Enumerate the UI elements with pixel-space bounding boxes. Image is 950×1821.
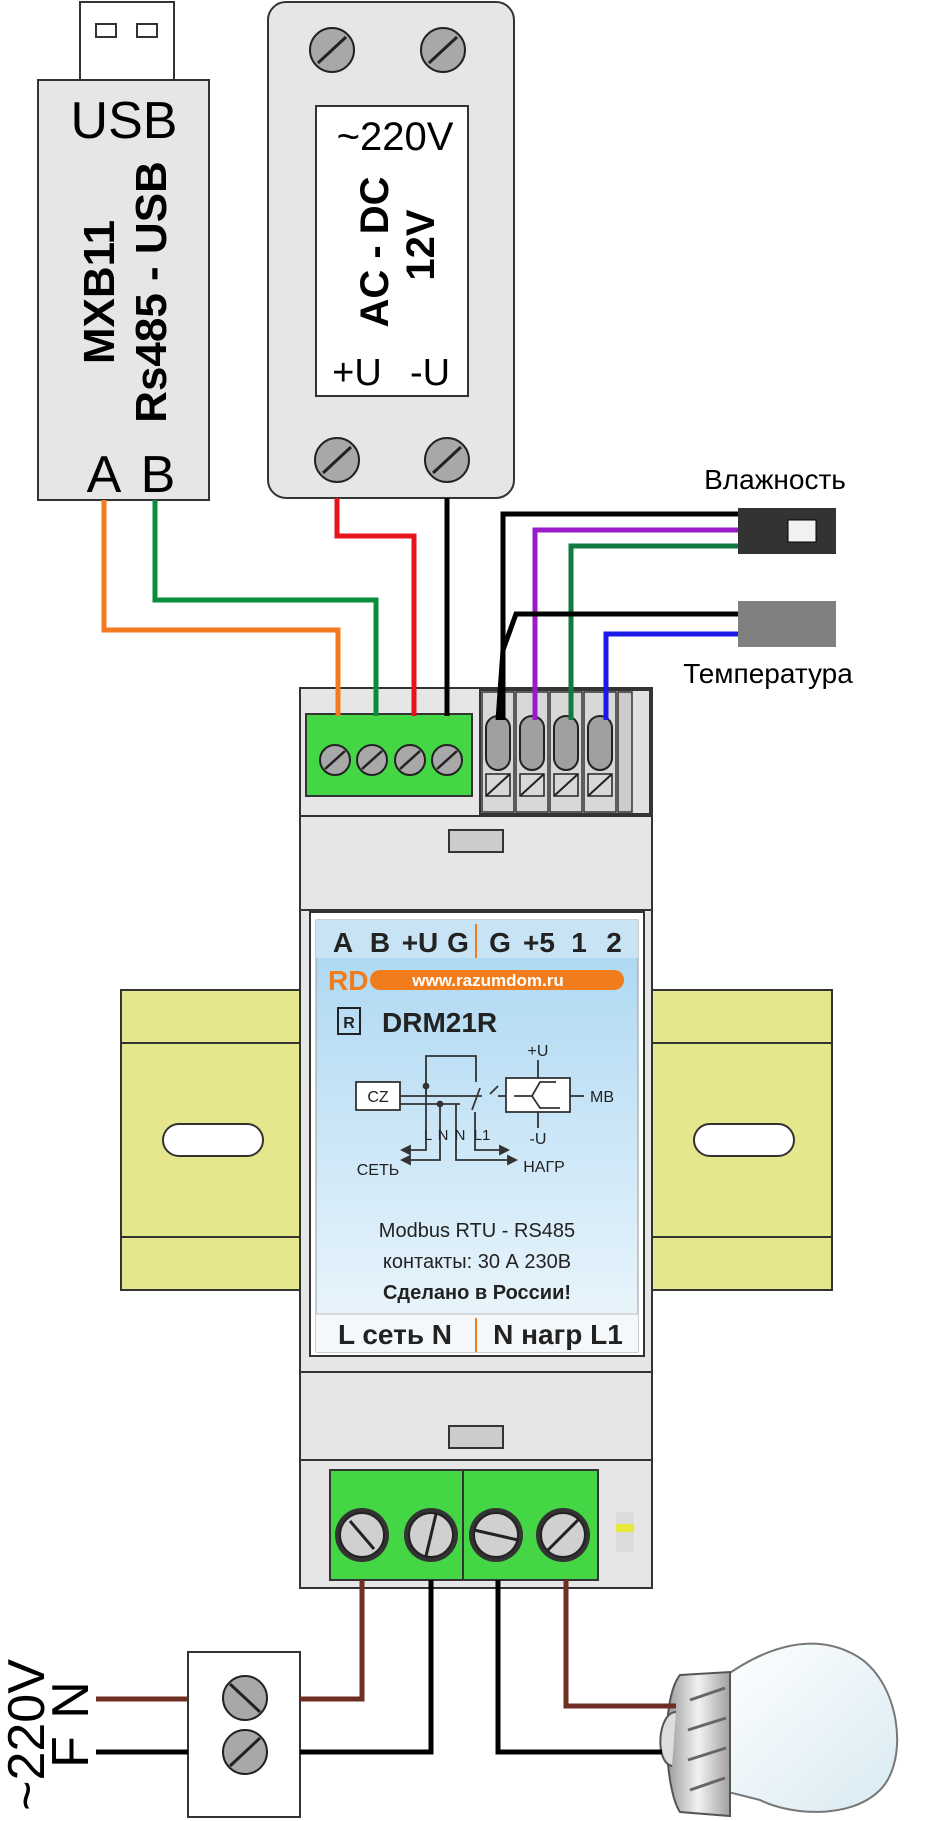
top-terminal-screw-b [356, 744, 388, 776]
brand-website: www.razumdom.ru [411, 971, 563, 990]
schematic-minus-u: -U [530, 1131, 547, 1148]
top-terminal-screw-a [319, 744, 351, 776]
psu-input-voltage: ~220V [337, 115, 454, 159]
relay-module: A B +U G G +5 1 2 RD www.razumdom.ru R D… [299, 687, 653, 1589]
top-terminal-screw-g [431, 744, 463, 776]
psu-screw-top-right [420, 27, 466, 73]
label-sensor-1: 1 [571, 927, 587, 958]
schematic-mb: MB [590, 1089, 614, 1106]
usb-plug-slot-right [136, 23, 158, 38]
usb-plug [79, 1, 175, 83]
wire-temp-g-black [495, 611, 738, 721]
module-protocol: Modbus RTU - RS485 [379, 1220, 575, 1242]
module-schematic [355, 1055, 584, 1166]
module-contacts: контакты: 30 А 230В [383, 1251, 571, 1273]
wire-relay-n-black [300, 1580, 434, 1755]
usb-adapter-body [37, 79, 210, 501]
schematic-load: НАГР [523, 1159, 565, 1176]
wire-load-l1-brown [563, 1580, 676, 1709]
humidity-sensor: Влажность [704, 464, 846, 554]
usb-adapter: USB MXB11 Rs485 - USB A B [37, 1, 210, 504]
registered-mark-icon: R [337, 1007, 361, 1035]
schematic-plus-u: +U [528, 1043, 549, 1060]
psu-screw-bottom-left [314, 437, 360, 483]
module-clip-bottom [448, 1425, 504, 1449]
usb-adapter-model: MXB11 [75, 220, 124, 364]
mains-phase: F [42, 1736, 100, 1768]
usb-pin-a: A [87, 446, 122, 504]
mains-neutral: N [42, 1681, 100, 1719]
usb-plug-slot-left [95, 23, 117, 38]
label-mains-terminals: L сеть N [338, 1319, 452, 1350]
bulb-base [665, 1670, 731, 1818]
svg-text:R: R [343, 1015, 355, 1032]
light-bulb [659, 1642, 899, 1818]
label-sensor-2: 2 [606, 927, 622, 958]
label-terminal-a: A [333, 927, 353, 958]
schematic-cz: CZ [367, 1089, 389, 1106]
humidity-label: Влажность [704, 464, 846, 495]
schematic-l: L [424, 1127, 432, 1144]
bulb-contact [659, 1711, 677, 1767]
schematic-l1: L1 [474, 1127, 491, 1144]
power-supply: ~220V AC - DC 12V +U -U [267, 1, 515, 499]
mains-screw-n [222, 1675, 268, 1721]
wire-temp-data-blue [603, 631, 738, 720]
psu-minus-terminal: -U [410, 352, 450, 394]
psu-type: AC - DC [353, 176, 397, 327]
psu-output-voltage: 12V [399, 209, 443, 280]
label-sensor-plus5: +5 [523, 927, 555, 958]
din-rail [120, 989, 833, 1291]
schematic-mains: СЕТЬ [357, 1162, 400, 1179]
humidity-sensor-body [738, 508, 836, 554]
usb-label: USB [71, 92, 178, 150]
temperature-sensor-body [738, 601, 836, 647]
wire-b-green [152, 500, 379, 716]
psu-plus-terminal: +U [332, 352, 382, 394]
temperature-label: Температура [683, 658, 853, 689]
module-clip-top [448, 829, 504, 853]
din-rail-slot-right [693, 1123, 795, 1157]
wire-load-n-black [495, 1580, 662, 1755]
mains-input: ~220V N F [0, 1651, 301, 1818]
psu-screw-top-left [309, 27, 355, 73]
humidity-sensor-window [787, 519, 817, 543]
temperature-sensor: Температура [683, 601, 853, 689]
wire-humidity-data-green [568, 543, 738, 720]
label-terminal-g: G [447, 927, 469, 958]
wire-a-orange [101, 500, 341, 716]
usb-adapter-interface: Rs485 - USB [127, 161, 176, 423]
bottom-screw-l [335, 1508, 389, 1562]
brand-bar [370, 970, 624, 990]
bulb-glass [719, 1642, 899, 1813]
label-terminal-b: B [370, 927, 390, 958]
schematic-n1: N [438, 1127, 449, 1144]
schematic-relay-coil [505, 1077, 571, 1113]
bottom-screw-n [404, 1508, 458, 1562]
module-model: DRM21R [382, 1007, 497, 1038]
mains-voltage: ~220V [0, 1659, 56, 1811]
label-sensor-g: G [489, 927, 511, 958]
wires [96, 498, 738, 1755]
wire-relay-l-brown [300, 1580, 365, 1702]
top-terminal-screw-plus [394, 744, 426, 776]
label-terminal-plus-u: +U [402, 927, 439, 958]
psu-screw-bottom-right [424, 437, 470, 483]
wire-plus-red [334, 498, 417, 716]
schematic-n2: N [455, 1127, 466, 1144]
usb-pin-b: B [141, 446, 176, 504]
power-supply-label [315, 105, 469, 397]
wire-humidity-power-purple [532, 527, 738, 720]
bottom-screw-l1 [536, 1508, 590, 1562]
mains-screw-f [222, 1729, 268, 1775]
din-rail-slot-left [162, 1123, 264, 1157]
sensor-terminal-levers [485, 715, 613, 797]
module-made-in: Сделано в России! [383, 1282, 571, 1304]
bottom-screw-n-load [469, 1508, 523, 1562]
label-load-terminals: N нагр L1 [493, 1319, 623, 1350]
status-led [616, 1512, 634, 1552]
brand-logo: RD [328, 965, 368, 996]
schematic-cz-box [355, 1081, 401, 1111]
